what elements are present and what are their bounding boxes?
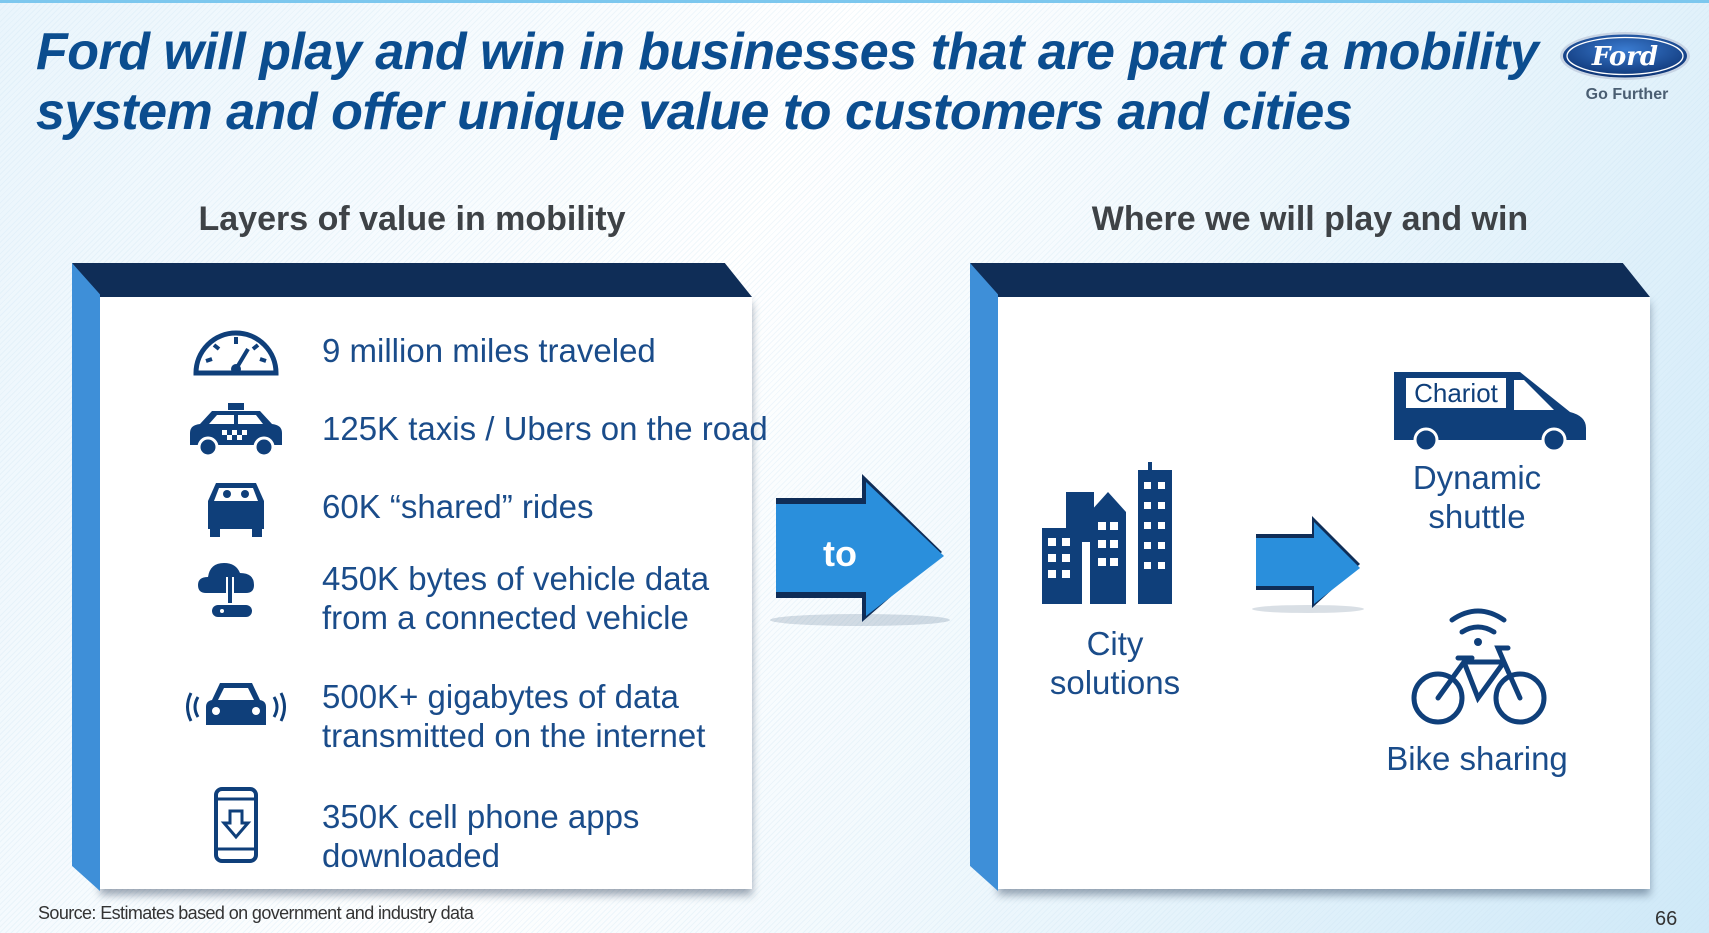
top-border	[0, 0, 1709, 3]
bike-sharing-icon	[1411, 608, 1547, 725]
phone-download-icon	[214, 787, 258, 863]
speedometer-icon	[193, 330, 279, 376]
ford-logo: Ford	[1560, 32, 1690, 80]
layers-box: 9 million miles traveled 125K taxis / Ub…	[72, 263, 768, 891]
logo-tagline: Go Further	[1585, 86, 1669, 103]
slide-title: Ford will play and win in businesses tha…	[36, 22, 1539, 142]
shared-car-icon	[208, 483, 264, 537]
small-arrow	[1252, 516, 1364, 613]
connected-car-icon	[186, 683, 286, 725]
bike-sharing-label: Bike sharing	[1386, 740, 1568, 777]
city-icon	[1042, 462, 1172, 604]
item-text: 60K “shared” rides	[322, 488, 594, 525]
svg-text:Ford: Ford	[1591, 42, 1658, 72]
to-label: to	[823, 533, 857, 574]
chariot-label: Chariot	[1414, 378, 1499, 408]
source-note: Source: Estimates based on government an…	[38, 903, 474, 923]
item-text: 125K taxis / Ubers on the road	[322, 410, 768, 447]
title-line-1: Ford will play and win in businesses tha…	[36, 23, 1539, 81]
page-number: 66	[1655, 908, 1678, 930]
van-icon: Chariot	[1394, 372, 1586, 452]
left-heading: Layers of value in mobility	[198, 200, 626, 238]
item-text: 9 million miles traveled	[322, 332, 656, 369]
right-heading: Where we will play and win	[1091, 200, 1529, 238]
to-arrow: to	[770, 474, 950, 626]
title-line-2: system and offer unique value to custome…	[36, 83, 1353, 141]
cloud-data-icon	[198, 563, 254, 617]
taxi-icon	[190, 403, 282, 458]
